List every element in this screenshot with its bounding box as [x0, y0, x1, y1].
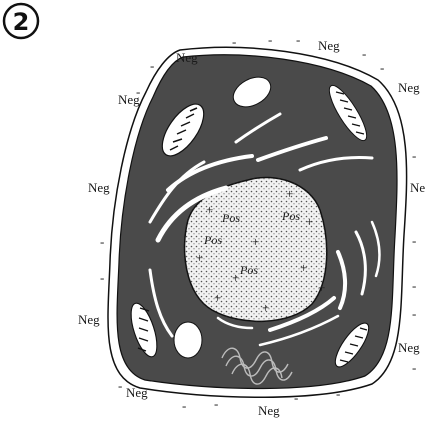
label-neg-mid-left: Neg: [88, 180, 110, 195]
minus-sign: -: [100, 270, 104, 285]
minus-sign: -: [380, 60, 384, 75]
plus-sign: +: [318, 280, 325, 295]
minus-sign: -: [294, 390, 298, 405]
vacuole-lower: [174, 322, 202, 358]
label-neg-upper-right: Neg: [398, 80, 420, 95]
plus-sign: +: [286, 186, 293, 201]
label-neg-upper-left: Neg: [118, 92, 140, 107]
minus-sign: -: [412, 148, 416, 163]
nucleus-stipple: [185, 177, 327, 321]
minus-sign: -: [150, 58, 154, 73]
minus-sign: -: [182, 398, 186, 413]
label-pos-1: Pos: [221, 211, 240, 225]
minus-sign: -: [412, 233, 416, 248]
minus-sign: -: [100, 234, 104, 249]
plus-sign: +: [306, 214, 313, 229]
label-pos-3: Pos: [203, 233, 222, 247]
minus-sign: -: [336, 386, 340, 401]
label-neg-lower-right: Neg: [398, 340, 420, 355]
label-pos-4: Pos: [239, 263, 258, 277]
plus-sign: +: [196, 250, 203, 265]
minus-sign: -: [118, 378, 122, 393]
label-neg-top: Neg: [176, 50, 198, 65]
label-neg-mid-right: Ne: [410, 180, 425, 195]
label-pos-2: Pos: [281, 209, 300, 223]
label-neg-top-right: Neg: [318, 38, 340, 53]
figure-number-badge: 2: [4, 4, 38, 38]
minus-sign: -: [214, 396, 218, 411]
minus-sign: -: [412, 278, 416, 293]
label-neg-lower-left: Neg: [78, 312, 100, 327]
plus-sign: +: [214, 290, 221, 305]
minus-sign: -: [412, 360, 416, 375]
plus-sign: +: [252, 234, 259, 249]
minus-sign: -: [150, 372, 154, 387]
plus-sign: +: [300, 260, 307, 275]
plus-sign: +: [262, 300, 269, 315]
minus-sign: -: [362, 46, 366, 61]
minus-sign: -: [232, 34, 236, 49]
plus-sign: +: [232, 270, 239, 285]
plus-sign: +: [206, 202, 213, 217]
figure-number: 2: [13, 8, 30, 36]
minus-sign: -: [412, 306, 416, 321]
label-neg-bottom: Neg: [258, 403, 280, 418]
minus-sign: -: [268, 32, 272, 47]
label-neg-bottom-left: Neg: [126, 385, 148, 400]
minus-sign: -: [296, 32, 300, 47]
